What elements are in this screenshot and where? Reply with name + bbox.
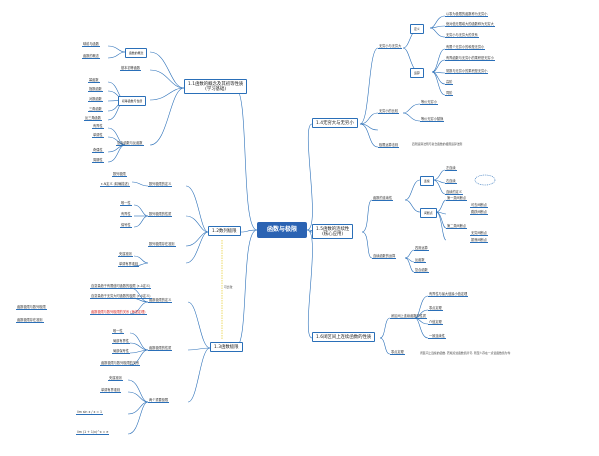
note: 闭区间上连续的函数, 若端点处函数值异号, 则至少存在一点使函数值为零 — [420, 351, 511, 355]
leaf: 函数极限存在准则 — [16, 318, 44, 323]
node-definition[interactable]: 定义 — [410, 24, 424, 35]
leaf: 函数极限与数列极限的关系 — [100, 361, 141, 366]
node-composite-inverse[interactable]: 复合函数与反函数 — [116, 141, 144, 146]
node[interactable]: 数列极限的定义 — [148, 182, 173, 187]
leaf: 单调有界准则 — [118, 262, 140, 267]
leaf: 四则运算 — [414, 246, 429, 251]
branch-function-limit[interactable]: 1.3函数极限 — [210, 342, 243, 353]
leaf: 零点定理 — [428, 306, 443, 311]
leaf: 可去间断点 — [470, 203, 488, 208]
branch-sequence-limit[interactable]: 1.2数列极限 — [208, 226, 241, 237]
node[interactable]: 无穷小与无穷大 — [378, 44, 403, 49]
leaf: 夹逼准则 — [118, 252, 133, 257]
leaf: 周期性 — [92, 158, 104, 163]
leaf: 一致连续性 — [428, 334, 446, 339]
node[interactable]: 数列极限存在准则 — [148, 242, 176, 247]
leaf: 局部保号性 — [112, 349, 130, 354]
leaf: 左连续 — [445, 166, 457, 171]
leaf: ε-N定义 (精确描述) — [100, 182, 130, 187]
leaf: 反三角函数 — [84, 116, 102, 121]
leaf: 反函数 — [414, 258, 426, 263]
leaf: 有界性 — [120, 212, 132, 217]
node[interactable]: 连续函数的运算 — [372, 254, 397, 259]
branch-function-concept[interactable]: 1.1函数的概念及其初等性质 (学习基础) — [184, 79, 248, 95]
branch-title: 1.1函数的概念及其初等性质 — [188, 81, 244, 87]
leaf: 奇偶性 — [92, 148, 104, 153]
leaf: 唯一性 — [112, 329, 124, 334]
leaf: 无穷小与无穷大的关系 — [445, 33, 479, 38]
node[interactable]: 两个重要极限 — [148, 398, 170, 403]
node[interactable]: 数列极限的性质 — [148, 212, 173, 217]
leaf: 第一类间断点 — [446, 196, 468, 201]
branch-title: 1.5函数的连续性 — [316, 226, 350, 232]
leaf: 指数函数 — [88, 87, 103, 92]
branch-subtitle: (核心应用) — [322, 231, 344, 237]
leaf: 保号性 — [120, 223, 132, 228]
leaf: 单调有界准则 — [100, 388, 122, 393]
leaf: 唯一性 — [120, 201, 132, 206]
node[interactable]: 无穷小的比较 — [378, 109, 400, 114]
node[interactable]: 函数极限的性质 — [148, 346, 173, 351]
node[interactable]: 零点定理 — [390, 350, 405, 355]
node-function-concept[interactable]: 函数的概念 — [125, 48, 148, 59]
leaf-highlight: 函数极限与数列极限的关系 (海涅定理) — [90, 310, 147, 315]
node-basic-elementary[interactable]: 基本初等函数 — [120, 66, 142, 71]
leaf: 幂函数 — [88, 78, 100, 83]
node-operation[interactable]: 运算 — [410, 68, 424, 79]
leaf: 连续的定义 — [445, 190, 463, 195]
leaf: 同阶 — [445, 91, 454, 96]
leaf: 复合函数 — [414, 268, 429, 273]
leaf: 无穷间断点 — [470, 231, 488, 236]
node[interactable]: 闭区间上连续函数的性质 — [390, 314, 428, 319]
node[interactable]: 函数极限的定义 — [148, 298, 173, 303]
leaf: 有界函数与无穷小的乘积是无穷小 — [445, 56, 495, 61]
branch-infinite[interactable]: 1.4无穷大与无穷小 — [312, 118, 358, 129]
leaf: 夹逼准则 — [108, 376, 123, 381]
leaf: 数列极限 — [112, 172, 127, 177]
leaf: 右连续 — [445, 179, 457, 184]
leaf: 以零为极限的函数称为无穷小 — [445, 12, 489, 17]
node-continuous[interactable]: 连续 — [420, 176, 434, 187]
note: 四则运算法则与复合函数的极限运算法则 — [412, 142, 463, 146]
leaf: 局部有界性 — [112, 339, 130, 344]
leaf: 函数的概念 — [82, 54, 100, 59]
leaf: 自变量趋于有限值时函数的极限 (ε-δ定义) — [90, 284, 152, 289]
leaf: 等价无穷小替换 — [420, 117, 445, 122]
node-discontinuity[interactable]: 间断点 — [420, 208, 437, 219]
relation-label: 可比较 — [224, 285, 233, 289]
leaf: 跳跃间断点 — [470, 210, 488, 215]
leaf: 对数函数 — [88, 97, 103, 102]
leaf: 等价无穷小 — [420, 100, 438, 105]
root-node[interactable]: 函数与极限 — [257, 222, 307, 238]
leaf: 自变量趋于无穷大时函数的极限 (ε-X定义) — [90, 294, 152, 299]
leaf: 单调性 — [92, 133, 104, 138]
branch-subtitle: (学习基础) — [205, 86, 227, 92]
leaf-formula: lim sin x / x = 1 — [76, 410, 104, 415]
leaf: 有限个无穷小的和是无穷小 — [445, 45, 486, 50]
leaf: 绝对值无限增大的函数称为无穷大 — [445, 22, 495, 27]
branch-closed-interval[interactable]: 1.6闭区间上连续函数的性质 — [312, 332, 376, 343]
leaf-formula: lim (1 + 1/x)^x = e — [76, 430, 110, 435]
leaf: 振荡间断点 — [470, 238, 488, 243]
leaf: 高阶 — [445, 80, 454, 85]
leaf: 有界性 — [92, 124, 104, 129]
leaf: 有界性与最大值最小值定理 — [428, 292, 469, 297]
node[interactable]: 极限运算法则 — [378, 143, 400, 148]
leaf: 常数与无穷小的乘积是无穷小 — [445, 69, 489, 74]
leaf: 三角函数 — [88, 107, 103, 112]
node[interactable]: 函数的连续性 — [372, 196, 394, 201]
leaf: 函数极限与数列极限 — [16, 305, 47, 310]
leaf: 介值定理 — [428, 320, 443, 325]
node-elementary-properties[interactable]: 初等函数与性质 — [118, 96, 147, 107]
leaf: 映射与函数 — [82, 42, 100, 47]
leaf: 第二类间断点 — [446, 224, 468, 229]
branch-continuity[interactable]: 1.5函数的连续性 (核心应用) — [312, 224, 354, 240]
